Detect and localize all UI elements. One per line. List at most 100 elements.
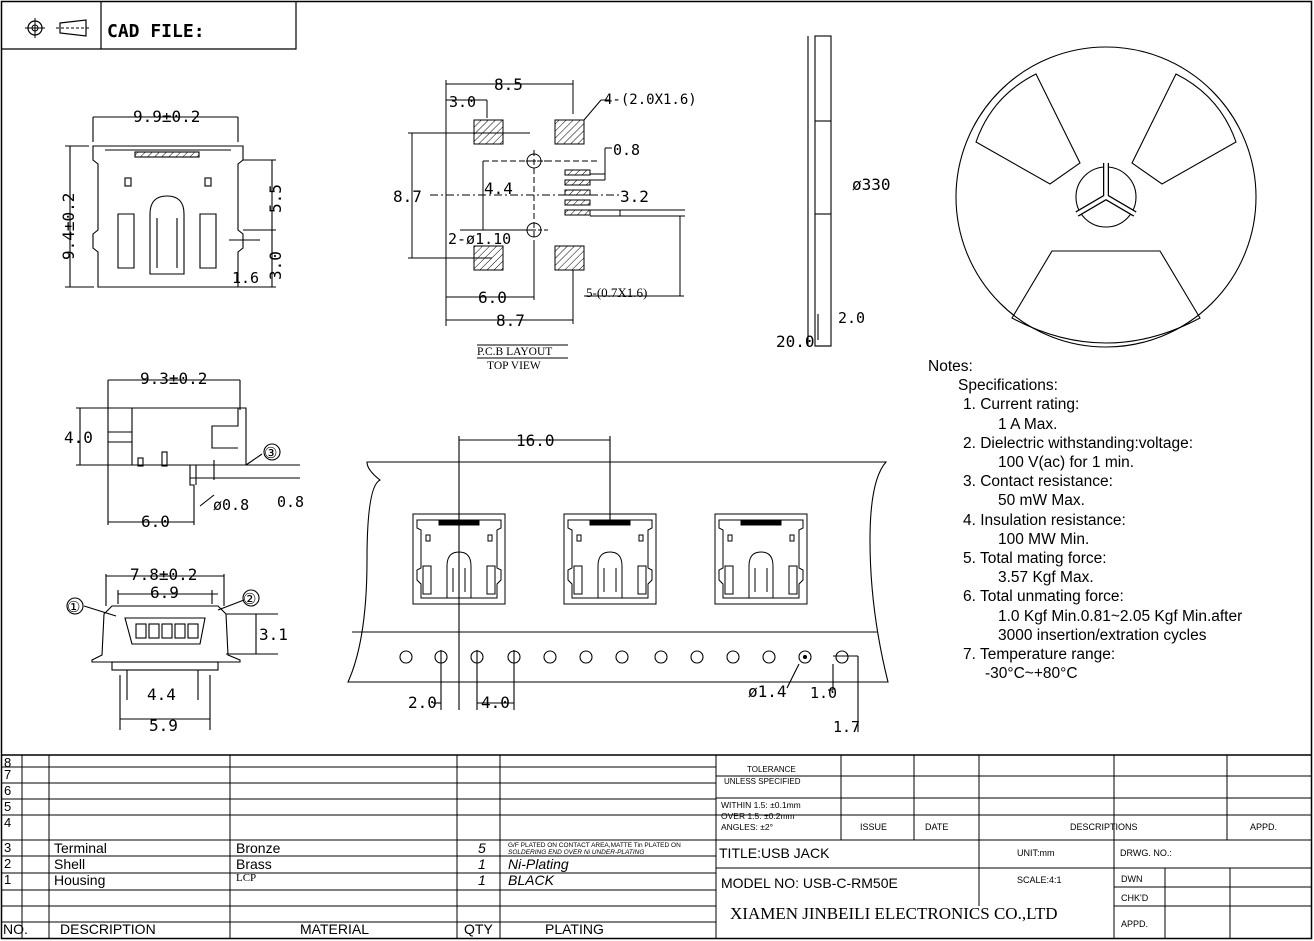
bom-no: 1 [4,872,12,887]
pcb-overall-bottom-dim: 8.7 [496,311,525,330]
sprocket-hole [399,650,413,664]
sprocket-hole-center [802,654,808,660]
title-value: TITLE:USB JACK [719,845,830,861]
end-height-dim: 3.1 [259,625,288,644]
pcb-inner-bottom-dim: 6.0 [478,288,507,307]
reel-hub-dim: 2.0 [838,309,865,327]
pcb-holes-callout: 2-ø1.10 [448,230,511,248]
note-line: 100 V(ac) for 1 min. [998,454,1135,472]
sprocket-hole [835,650,849,664]
header-box: CAD FILE: [1,1,297,50]
end-pin-span-dim: 4.4 [147,685,176,704]
tape-sprocket-holes [399,650,849,664]
tape-sprocket-offset-dim: 2.0 [408,693,437,712]
sprocket-hole [798,650,812,664]
note-line: 7. Temperature range: [963,646,1116,664]
tolerance-label-1: TOLERANCE [747,765,796,774]
note-line: -30°C~+80°C [985,665,1078,683]
sprocket-hole [470,650,484,664]
bom-plating: BLACK [508,872,554,888]
tape-pocket-connector [563,513,657,605]
pcb-pitch-dim: 0.8 [613,141,640,159]
side-view [76,379,300,525]
pcb-layout [408,80,685,359]
note-line: 1.0 Kgf Min.0.81~2.05 Kgf Min.after [998,607,1243,625]
pcb-caption: P.C.B LAYOUT [477,346,552,358]
pcb-overall-top-dim: 8.5 [494,75,523,94]
note-line: 4. Insulation resistance: [963,511,1126,529]
bom-plating: G/F PLATED ON CONTACT AREA,MATTE Tin PLA… [508,842,681,849]
bom-material: LCP [236,872,257,884]
bom-header-material: MATERIAL [300,921,369,937]
tape-sprocket-pitch-dim: 4.0 [481,693,510,712]
front-dim-1-6: 1.6 [232,269,259,287]
sprocket-hole [543,650,557,664]
tolerance-over: OVER 1.5: ±0.2mm [721,811,795,821]
bom-no: 8 [4,755,12,770]
note-line: 1. Current rating: [963,396,1080,414]
bom-qty: 1 [478,872,486,888]
note-line: 6. Total unmating force: [963,588,1124,606]
side-dim-0-8: 0.8 [277,493,304,511]
sprocket-hole [762,650,776,664]
tolerance-label-2: UNLESS SPECIFIED [724,777,801,786]
bom-qty: 1 [478,856,486,872]
side-length-dim: 9.3±0.2 [140,369,207,388]
tape-edge-dim: 1.0 [810,684,837,702]
unit-value: UNIT:mm [1017,848,1055,858]
side-pin-dia-dim: ø0.8 [213,496,249,514]
reel-side-view [807,35,832,347]
tolerance-angles: ANGLES: ±2° [721,822,774,832]
reel-diameter-dim: ø330 [852,175,891,194]
pcb-inner-dim: 4.4 [484,179,513,198]
checked-by-label: CHK'D [1121,893,1149,903]
tape-hole-dia-dim: ø1.4 [748,682,787,701]
note-line: Specifications: [958,377,1058,395]
tape-pitch-dim: 16.0 [516,431,555,450]
front-height-dim: 9.4±0.2 [59,193,78,260]
drawing-number-label: DRWG. NO.: [1120,848,1172,858]
issue-col: ISSUE [860,822,888,832]
bom-no: 2 [4,856,12,871]
end-marker-2: ② [243,591,256,608]
pcb-subcaption: TOP VIEW [487,360,541,372]
tape-pocket-connector [714,513,808,605]
note-line: 3. Contact resistance: [963,473,1113,491]
sprocket-hole [615,650,629,664]
note-line: 100 MW Min. [998,530,1090,548]
pcb-height-dim: 8.7 [393,187,422,206]
bom-header-description: DESCRIPTION [60,921,156,937]
side-dim-6-0: 6.0 [141,512,170,531]
end-view [66,574,278,730]
scale-value: SCALE:4:1 [1017,875,1062,885]
model-number: MODEL NO: USB-C-RM50E [721,875,898,891]
bom-header-no: NO. [3,921,28,937]
date-col: DATE [925,822,949,832]
descriptions-col: DESCRIPTIONS [1070,822,1138,832]
sprocket-hole [434,650,448,664]
bom-material: Brass [236,856,272,872]
bom-qty: 5 [478,840,486,856]
front-width-dim: 9.9±0.2 [133,107,200,126]
specification-notes: Notes:Specifications:1. Current rating:1… [928,357,1308,683]
tape-hole-pos-dim: 1.7 [833,718,860,736]
end-inner-dim: 6.9 [150,583,179,602]
bom-header-plating: PLATING [545,921,604,937]
drawn-by-label: DWN [1121,874,1143,884]
bom-plating: Ni-Plating [508,856,569,872]
reel-front-view [955,46,1257,348]
note-line: 3000 insertion/extration cycles [998,626,1207,644]
pcb-pin-span-dim: 3.2 [620,187,649,206]
note-line: 50 mW Max. [998,492,1085,510]
front-dim-3-0: 3.0 [266,251,285,280]
approved-by-label: APPD. [1121,919,1149,929]
reel-width-dim: 20.0 [776,332,815,351]
sprocket-hole [690,650,704,664]
end-marker-1: ① [67,599,80,616]
end-base-dim: 5.9 [149,716,178,735]
bom-header-qty: QTY [464,921,493,937]
third-angle-projection-icon [25,18,90,38]
company-name: XIAMEN JINBEILI ELECTRONICS CO.,LTD [730,904,1058,923]
